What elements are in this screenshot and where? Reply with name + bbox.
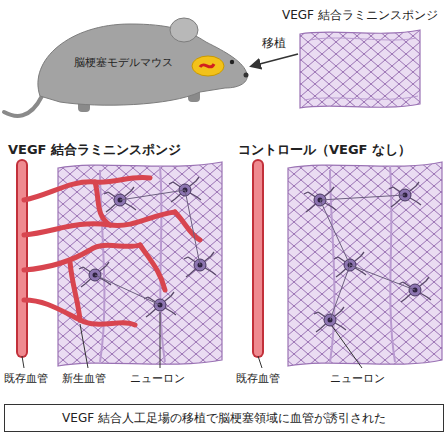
- sponge-vegf: [58, 162, 222, 366]
- transplant-label: 移植: [262, 36, 286, 50]
- transplant-arrow: [252, 54, 298, 66]
- callout-label: 既存血管: [236, 372, 280, 385]
- sponge-control: [288, 162, 442, 366]
- callout-label: 既存血管: [4, 372, 48, 385]
- existing-vessel: [258, 165, 259, 352]
- panel-heading: コントロール（VEGF なし）: [238, 142, 411, 158]
- neurons: [79, 177, 431, 332]
- panel-heading: VEGF 結合ラミニンスポンジ: [8, 142, 181, 158]
- mouse: [4, 18, 249, 116]
- sponge-small: [300, 30, 420, 108]
- caption-box: VEGF 結合人工足場の移植で脳梗塞領域に血管が誘引された: [4, 404, 444, 432]
- callout-label: ニューロン: [330, 372, 385, 385]
- sponge-title: VEGF 結合ラミニンスポンジ: [282, 8, 438, 22]
- callout-label: 新生血管: [62, 372, 106, 385]
- mouse-label: 脳梗塞モデルマウス: [74, 56, 173, 69]
- axons: [95, 190, 415, 320]
- leader-lines: [22, 312, 362, 368]
- callout-label: ニューロン: [130, 372, 185, 385]
- blood-vessels: [22, 165, 200, 352]
